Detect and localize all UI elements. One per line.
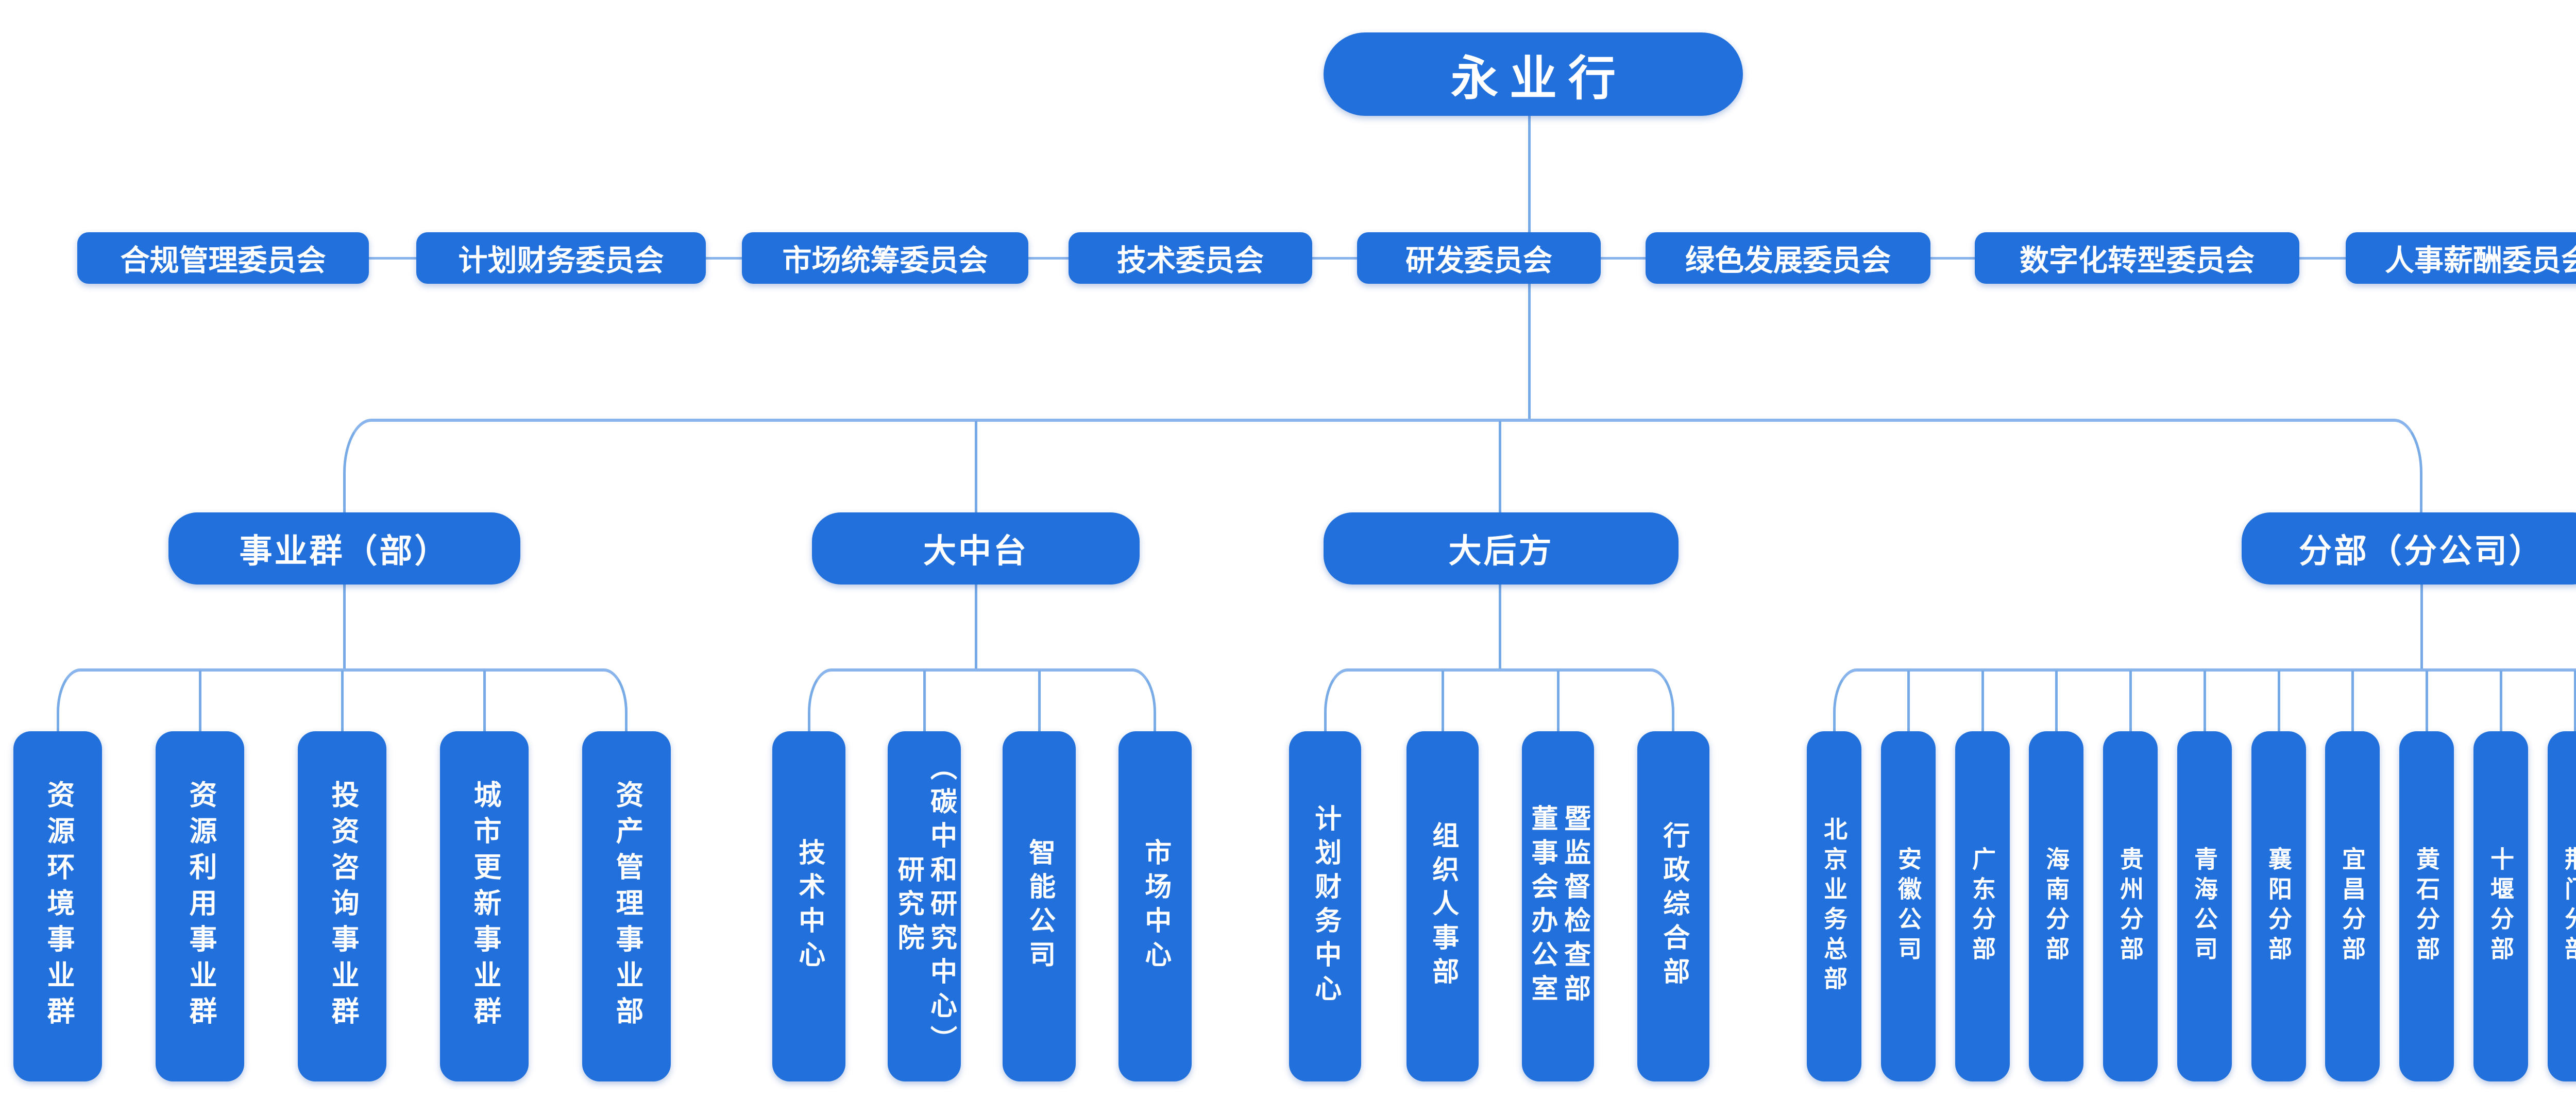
leaf-node-label: 安徽公司 <box>1895 847 1922 966</box>
leaf-node-0-2[interactable]: 投资咨询事业群 <box>298 731 386 1081</box>
leaf-node-3-5[interactable]: 青海公司 <box>2177 731 2232 1081</box>
leaf-node-label: 荆门分部 <box>2562 847 2576 966</box>
leaf-node-0-4[interactable]: 资产管理事业部 <box>582 731 671 1081</box>
leaf-node-3-10[interactable]: 荆门分部 <box>2548 731 2576 1081</box>
leaf-node-label: 研究院 （碳中和研究中心） <box>893 753 956 1059</box>
group-bracket-connector-0 <box>57 668 628 737</box>
group-drop-connector-0 <box>343 583 346 671</box>
division-node-3[interactable]: 分部（分公司） <box>2242 512 2576 585</box>
leaf-node-label: 资源环境事业群 <box>42 780 74 1033</box>
leaf-drop-connector-3-1 <box>1981 671 1984 737</box>
division-drop-connector-0 <box>975 421 977 513</box>
leaf-node-2-1[interactable]: 组织人事部 <box>1406 731 1479 1081</box>
leaf-node-label: 青海公司 <box>2191 847 2218 966</box>
leaf-node-0-1[interactable]: 资源利用事业群 <box>156 731 244 1081</box>
root-node[interactable]: 永业行 <box>1324 32 1743 116</box>
leaf-node-1-3[interactable]: 市场中心 <box>1118 731 1192 1081</box>
group-bracket-connector-2 <box>1324 668 1674 737</box>
committee-node-4[interactable]: 研发委员会 <box>1357 232 1601 284</box>
leaf-node-label: 计划财务中心 <box>1310 804 1341 1008</box>
leaf-node-0-3[interactable]: 城市更新事业群 <box>440 731 529 1081</box>
leaf-node-0-0[interactable]: 资源环境事业群 <box>13 731 102 1081</box>
leaf-drop-connector-3-4 <box>2204 671 2206 737</box>
committee-node-0[interactable]: 合规管理委员会 <box>77 232 369 284</box>
leaf-drop-connector-3-7 <box>2426 671 2428 737</box>
leaf-node-3-0[interactable]: 北京业务总部 <box>1807 731 1861 1081</box>
leaf-node-1-0[interactable]: 技术中心 <box>772 731 845 1081</box>
leaf-drop-connector-0-1 <box>341 671 344 737</box>
leaf-drop-connector-3-6 <box>2351 671 2354 737</box>
leaf-node-1-2[interactable]: 智能公司 <box>1003 731 1076 1081</box>
leaf-node-label: 资产管理事业部 <box>611 780 642 1033</box>
leaf-node-label: 十堰分部 <box>2487 847 2515 966</box>
group-drop-connector-3 <box>2420 583 2423 671</box>
committee-node-1[interactable]: 计划财务委员会 <box>416 232 706 284</box>
leaf-node-label: 行政综合部 <box>1658 821 1689 991</box>
main-bracket-connector <box>343 419 2422 513</box>
leaf-drop-connector-3-5 <box>2278 671 2280 737</box>
leaf-node-label: 黄石分部 <box>2413 847 2441 966</box>
committee-node-3[interactable]: 技术委员会 <box>1069 232 1312 284</box>
leaf-node-label: 投资咨询事业群 <box>327 780 358 1033</box>
leaf-node-label: 宜昌分部 <box>2339 847 2366 966</box>
leaf-drop-connector-0-2 <box>483 671 486 737</box>
leaf-drop-connector-0-0 <box>199 671 201 737</box>
leaf-drop-connector-3-9 <box>2574 671 2576 737</box>
leaf-node-3-1[interactable]: 安徽公司 <box>1881 731 1936 1081</box>
leaf-node-3-4[interactable]: 贵州分部 <box>2103 731 2158 1081</box>
leaf-node-3-6[interactable]: 襄阳分部 <box>2251 731 2306 1081</box>
committee-node-5[interactable]: 绿色发展委员会 <box>1646 232 1930 284</box>
division-drop-connector-1 <box>1499 421 1501 513</box>
committee-node-7[interactable]: 人事薪酬委员会 <box>2346 232 2576 284</box>
leaf-node-label: 组织人事部 <box>1428 821 1458 991</box>
committee-node-6[interactable]: 数字化转型委员会 <box>1975 232 2299 284</box>
leaf-node-3-8[interactable]: 黄石分部 <box>2399 731 2454 1081</box>
committee-node-2[interactable]: 市场统筹委员会 <box>742 232 1028 284</box>
leaf-node-label: 北京业务总部 <box>1821 817 1848 996</box>
leaf-node-2-3[interactable]: 行政综合部 <box>1637 731 1709 1081</box>
leaf-drop-connector-2-1 <box>1557 671 1560 737</box>
leaf-node-label: 城市更新事业群 <box>469 780 500 1033</box>
division-node-1[interactable]: 大中台 <box>812 512 1140 585</box>
leaf-node-label: 智能公司 <box>1024 838 1055 974</box>
leaf-node-label: 广东分部 <box>1969 847 1996 966</box>
leaf-node-label: 董事会办公室 暨监督检查部 <box>1527 804 1590 1008</box>
leaf-drop-connector-1-0 <box>923 671 926 737</box>
leaf-drop-connector-3-3 <box>2129 671 2132 737</box>
group-drop-connector-1 <box>975 583 977 671</box>
leaf-node-label: 市场中心 <box>1140 838 1171 974</box>
leaf-node-label: 海南分部 <box>2043 847 2070 966</box>
division-node-2[interactable]: 大后方 <box>1324 512 1679 585</box>
leaf-node-3-9[interactable]: 十堰分部 <box>2473 731 2528 1081</box>
leaf-node-3-7[interactable]: 宜昌分部 <box>2325 731 2380 1081</box>
leaf-drop-connector-3-2 <box>2055 671 2058 737</box>
group-bracket-connector-1 <box>808 668 1156 737</box>
leaf-node-label: 襄阳分部 <box>2265 847 2293 966</box>
leaf-node-3-3[interactable]: 海南分部 <box>2029 731 2083 1081</box>
leaf-node-label: 资源利用事业群 <box>184 780 216 1033</box>
leaf-node-2-2[interactable]: 董事会办公室 暨监督检查部 <box>1522 731 1594 1081</box>
leaf-node-label: 贵州分部 <box>2117 847 2144 966</box>
leaf-drop-connector-1-1 <box>1038 671 1041 737</box>
group-drop-connector-2 <box>1499 583 1501 671</box>
division-node-0[interactable]: 事业群（部） <box>168 512 520 585</box>
group-bracket-connector-3 <box>1833 668 2576 737</box>
leaf-node-label: 技术中心 <box>794 838 824 974</box>
leaf-node-1-1[interactable]: 研究院 （碳中和研究中心） <box>888 731 961 1081</box>
leaf-node-2-0[interactable]: 计划财务中心 <box>1289 731 1361 1081</box>
leaf-drop-connector-3-8 <box>2500 671 2502 737</box>
leaf-drop-connector-2-0 <box>1442 671 1444 737</box>
leaf-node-3-2[interactable]: 广东分部 <box>1955 731 2010 1081</box>
leaf-drop-connector-3-0 <box>1907 671 1910 737</box>
